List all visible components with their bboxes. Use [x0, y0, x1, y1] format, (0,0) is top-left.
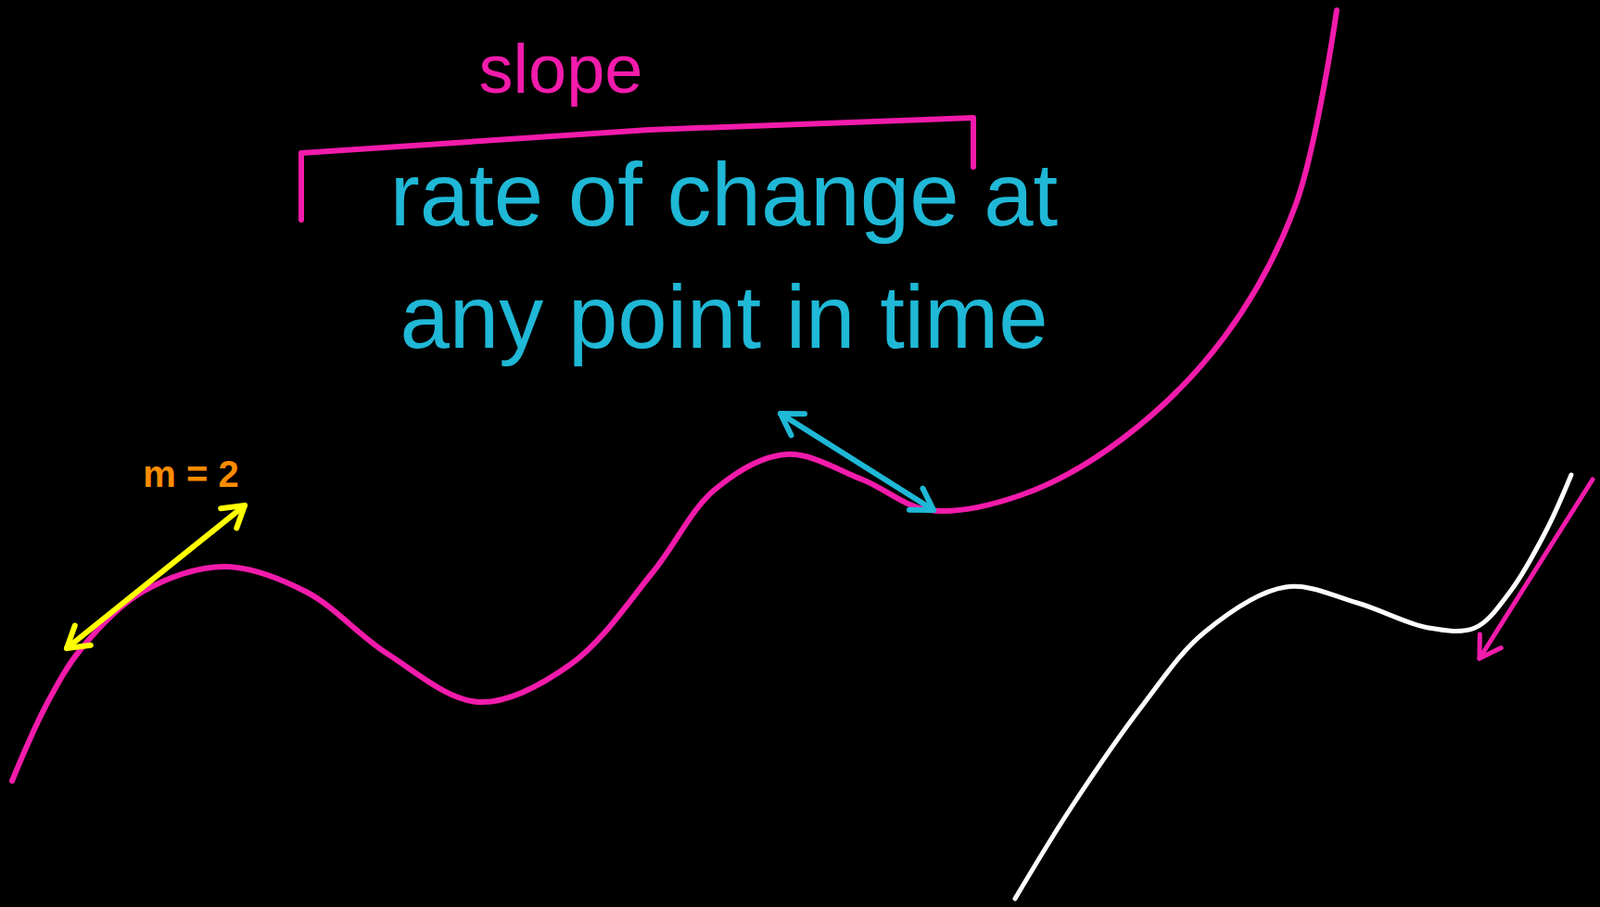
arrow-shaft — [780, 413, 934, 510]
function-curve — [1015, 474, 1572, 899]
tangent-line — [66, 505, 245, 648]
arrowhead — [909, 488, 934, 510]
tangent-line — [780, 413, 934, 510]
arrowhead — [780, 413, 805, 435]
arrow-shaft — [1479, 479, 1593, 659]
pointer-arrow — [1479, 479, 1593, 659]
arrow-shaft — [66, 505, 245, 648]
arrowhead — [220, 505, 245, 528]
arrowhead — [66, 625, 91, 648]
function-curve — [12, 10, 1337, 781]
arrowhead — [1479, 634, 1501, 659]
slope-value: m = 2 — [88, 452, 293, 496]
definition-text: rate of change at any point in time — [357, 133, 1091, 379]
heading-word: slope — [421, 27, 700, 112]
